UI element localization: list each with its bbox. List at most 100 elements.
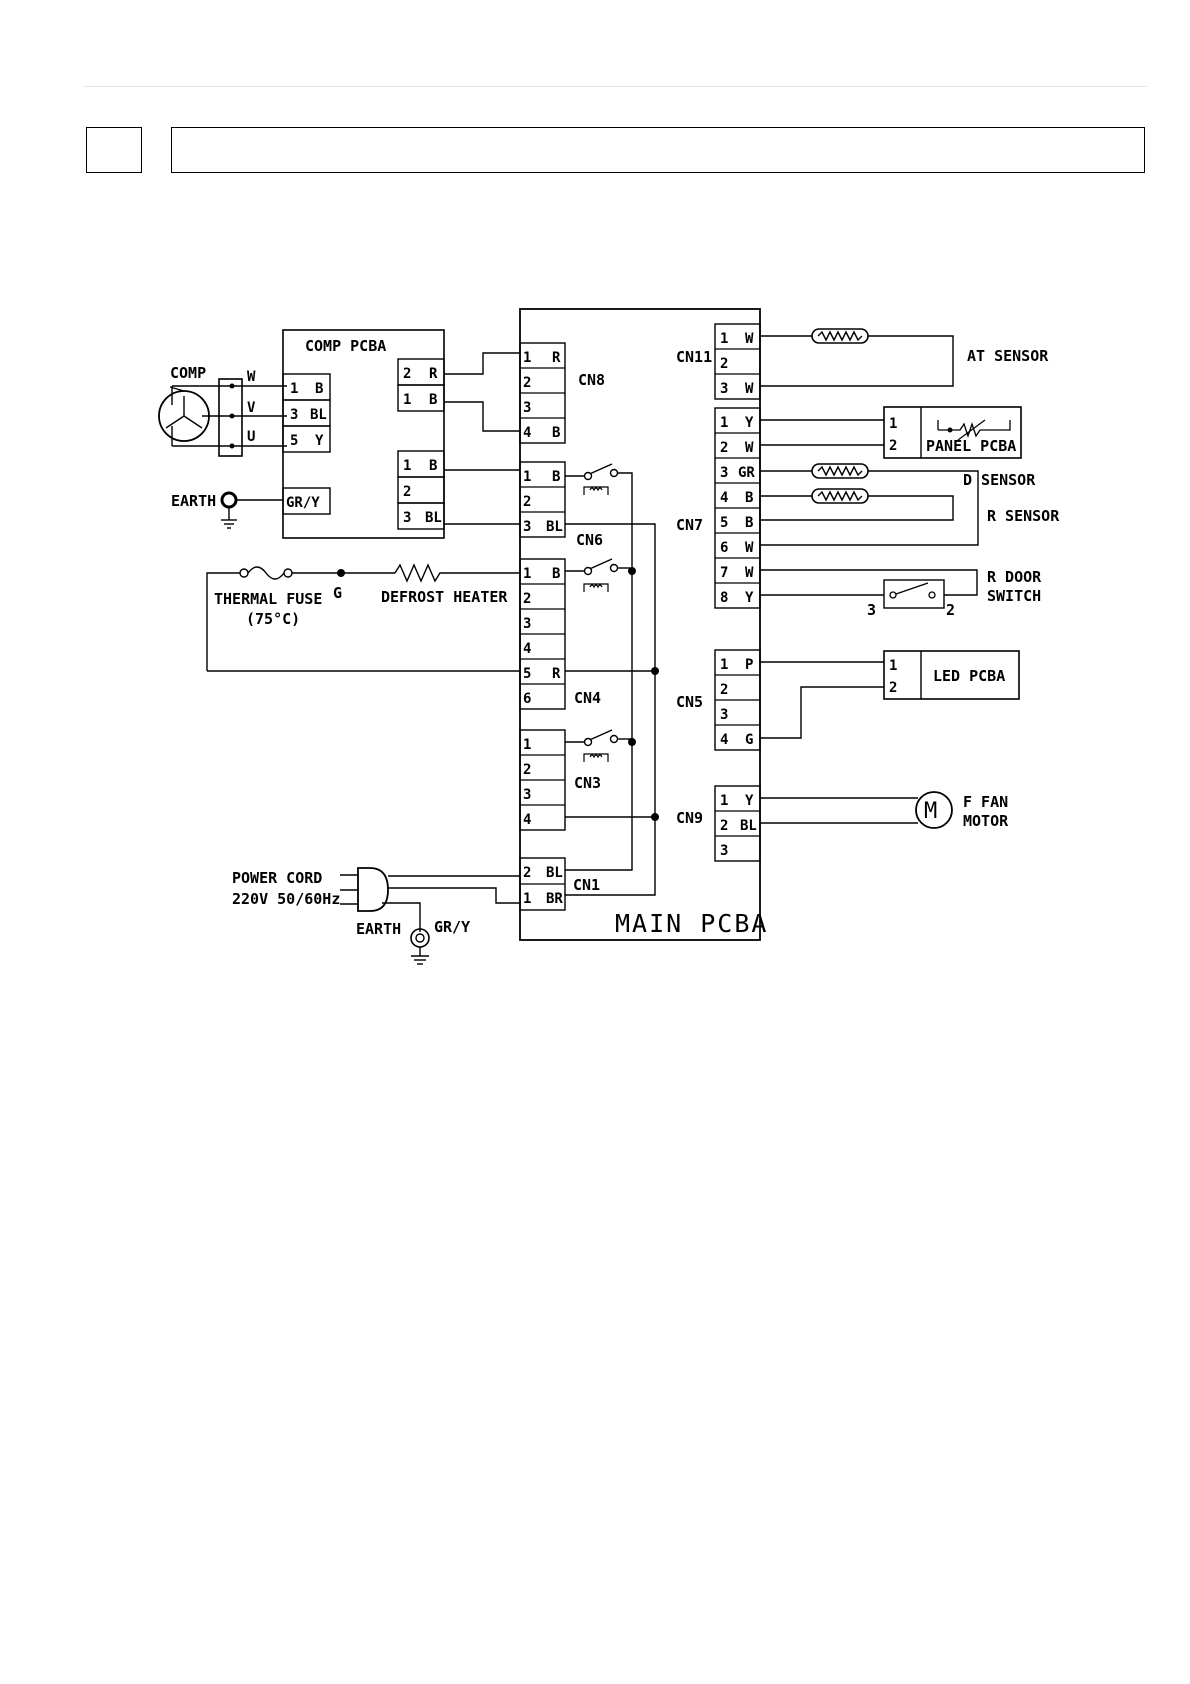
- switch-pin3: 3: [867, 601, 876, 619]
- cn11-pin: 1: [720, 331, 728, 347]
- cn8-pin-color: R: [552, 350, 561, 366]
- cn8-pin: 1: [523, 350, 531, 366]
- cn5-pin-color: G: [745, 732, 753, 748]
- f-fan-motor: M F FAN MOTOR: [760, 791, 1009, 830]
- d-sensor-label: D SENSOR: [963, 471, 1036, 489]
- cn7-pin: 1: [720, 415, 728, 431]
- cn1-pin: 1: [523, 891, 531, 907]
- cn3-pin: 2: [523, 762, 531, 778]
- main-pcba-label: MAIN PCBA: [615, 909, 768, 938]
- cn7-pin: 4: [720, 490, 728, 506]
- led-pcba: 1 2 LED PCBA: [760, 650, 1020, 739]
- d-sensor: D SENSOR: [760, 463, 1036, 546]
- cn1-pin: 2: [523, 865, 531, 881]
- cn5-pin: 1: [720, 657, 728, 673]
- cn4-label: CN4: [574, 689, 601, 707]
- cn7-pin: 2: [720, 440, 728, 456]
- panel-pcba-label: PANEL PCBA: [926, 437, 1016, 455]
- cn7-pin-color: B: [745, 490, 753, 506]
- cn3-pin: 3: [523, 787, 531, 803]
- cn7-pin: 3: [720, 465, 728, 481]
- cn6-pin: 3: [523, 519, 531, 535]
- cn4-pin: 4: [523, 641, 531, 657]
- cn9-pin: 3: [720, 843, 728, 859]
- led-pcba-pin: 2: [889, 680, 897, 696]
- cn9-pin-color: BL: [740, 818, 757, 834]
- cn9-pin: 1: [720, 793, 728, 809]
- led-pcba-pin: 1: [889, 658, 897, 674]
- cn7-pin: 5: [720, 515, 728, 531]
- cn7-pin: 6: [720, 540, 728, 556]
- cn6-label: CN6: [576, 531, 603, 549]
- comp-pcba-earth-pin: GR/Y: [286, 495, 320, 511]
- panel-pcba: 1 2 PANEL PCBA: [760, 406, 1022, 459]
- comp-pcba-label: COMP PCBA: [305, 337, 386, 355]
- cn7-pin: 7: [720, 565, 728, 581]
- led-pcba-label: LED PCBA: [933, 667, 1005, 685]
- earth-1: EARTH: [171, 491, 283, 529]
- cn11-pin-color: W: [745, 381, 754, 397]
- cn6-pin: 2: [523, 494, 531, 510]
- comp-pcba-pin-color: B: [315, 381, 323, 397]
- cn4-pin: 6: [523, 691, 531, 707]
- cn5-pin: 2: [720, 682, 728, 698]
- cn4-pin-color: B: [552, 566, 560, 582]
- cn6-pin-color: BL: [546, 519, 563, 535]
- r-sensor: R SENSOR: [760, 488, 1060, 525]
- comp-pcba-pin-num: 1: [290, 381, 298, 397]
- comp-pcba-pin-num: 5: [290, 433, 298, 449]
- thermal-fuse-rating: (75°C): [246, 610, 300, 628]
- cn7-pin-color: W: [745, 440, 754, 456]
- top-rule: [83, 86, 1147, 87]
- compressor: COMP W V U: [158, 364, 287, 457]
- power-cord-label: POWER CORD: [232, 869, 322, 887]
- comp-pcba: COMP PCBA 1 B 3 BL 5 Y GR/Y 2 R 1 B 1 B …: [282, 329, 445, 539]
- comp-terminal-block: [218, 378, 243, 457]
- fan-motor-icon: [915, 791, 953, 829]
- power-rating-label: 220V 50/60Hz: [232, 890, 340, 908]
- d-sensor-thermistor-icon: [811, 463, 869, 479]
- cn11-pin: 3: [720, 381, 728, 397]
- at-sensor-label: AT SENSOR: [967, 347, 1049, 365]
- plug-icon: [357, 867, 389, 912]
- cn3-pin: 4: [523, 812, 531, 828]
- wires-left: [444, 352, 656, 896]
- cn7-label: CN7: [676, 516, 703, 534]
- comp-pcba-pin-color: BL: [425, 510, 442, 526]
- defrost-heater-label: DEFROST HEATER: [381, 588, 508, 606]
- at-sensor: AT SENSOR: [760, 328, 1049, 387]
- cn1-pin-color: BR: [546, 891, 563, 907]
- comp-pcba-pin-color: Y: [315, 433, 324, 449]
- comp-pcba-pin-color: R: [429, 366, 438, 382]
- panel-pcba-pin: 2: [889, 438, 897, 454]
- r-sensor-thermistor-icon: [811, 488, 869, 504]
- f-fan-label: F FAN: [963, 793, 1008, 811]
- cn7-pin-color: Y: [745, 590, 754, 606]
- comp-label: COMP: [170, 364, 206, 382]
- comp-pcba-pin-num: 1: [403, 392, 411, 408]
- comp-pcba-pin-num: 2: [403, 484, 411, 500]
- comp-u-label: U: [247, 429, 255, 445]
- cn11-pin: 2: [720, 356, 728, 372]
- cn7-pin: 8: [720, 590, 728, 606]
- cn7-pin-color: W: [745, 540, 754, 556]
- comp-pcba-pin-num: 3: [290, 407, 298, 423]
- cn5-pin: 4: [720, 732, 728, 748]
- cn9-label: CN9: [676, 809, 703, 827]
- cn7-pin-color: W: [745, 565, 754, 581]
- earth-2-color: GR/Y: [434, 918, 470, 936]
- cn8-pin: 2: [523, 375, 531, 391]
- motor-label: MOTOR: [963, 812, 1009, 830]
- cn11-pin-color: W: [745, 331, 754, 347]
- cn4-pin: 1: [523, 566, 531, 582]
- cn7-pin-color: GR: [738, 465, 755, 481]
- cn9-pin-color: Y: [745, 793, 754, 809]
- motor-symbol: M: [924, 799, 937, 824]
- cn11-label: CN11: [676, 348, 712, 366]
- cn5-pin: 3: [720, 707, 728, 723]
- cn5-pin-color: P: [745, 657, 753, 673]
- comp-pcba-pin-color: BL: [310, 407, 327, 423]
- earth-1-label: EARTH: [171, 492, 216, 510]
- comp-pcba-pin-num: 3: [403, 510, 411, 526]
